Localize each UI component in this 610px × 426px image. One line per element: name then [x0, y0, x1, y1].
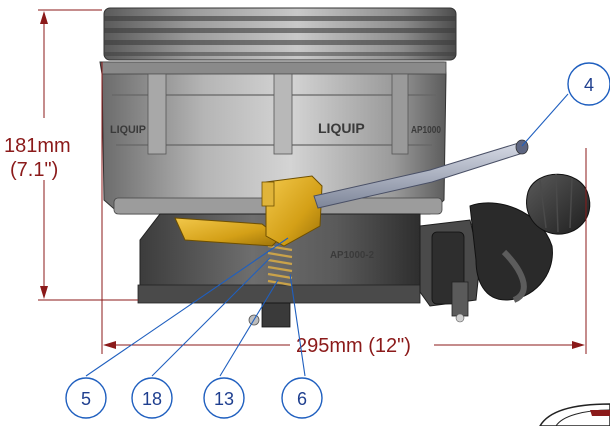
balloon-13: 13: [203, 377, 245, 419]
leader-lines: [85, 93, 569, 377]
svg-text:6: 6: [297, 389, 307, 409]
width-label: 295mm (12"): [296, 335, 411, 357]
partial-view-fragment: [539, 403, 610, 426]
balloon-5: 5: [65, 377, 107, 419]
spring: [267, 244, 293, 287]
top-collar: [103, 7, 457, 61]
svg-text:18: 18: [142, 389, 162, 409]
svg-text:5: 5: [81, 389, 91, 409]
lever-handle: [313, 139, 529, 209]
height-metric-label: 181mm: [4, 135, 71, 157]
width-dimension: 295mm (12"): [101, 62, 587, 357]
height-arrow-bottom: [40, 286, 48, 299]
balloon-6: 6: [281, 377, 323, 419]
balloon-18: 18: [131, 377, 173, 419]
width-arrow-left: [103, 341, 116, 349]
main-body: LIQUIP LIQUIP AP1000: [99, 61, 447, 215]
brand-marking-left: LIQUIP: [110, 124, 146, 136]
svg-text:4: 4: [584, 75, 594, 95]
height-arrow-top: [40, 11, 48, 24]
width-arrow-right: [572, 341, 585, 349]
height-dimension: 181mm (7.1"): [4, 9, 138, 301]
base-part-marking: AP1000-2: [330, 250, 374, 261]
balloon-4: 4: [567, 62, 610, 106]
height-imperial-label: (7.1"): [10, 159, 58, 181]
side-coupling: [419, 173, 591, 323]
yellow-cam: [174, 175, 323, 247]
part-marking-right: AP1000: [411, 125, 441, 136]
brand-marking-center: LIQUIP: [318, 120, 365, 136]
svg-text:13: 13: [214, 389, 234, 409]
